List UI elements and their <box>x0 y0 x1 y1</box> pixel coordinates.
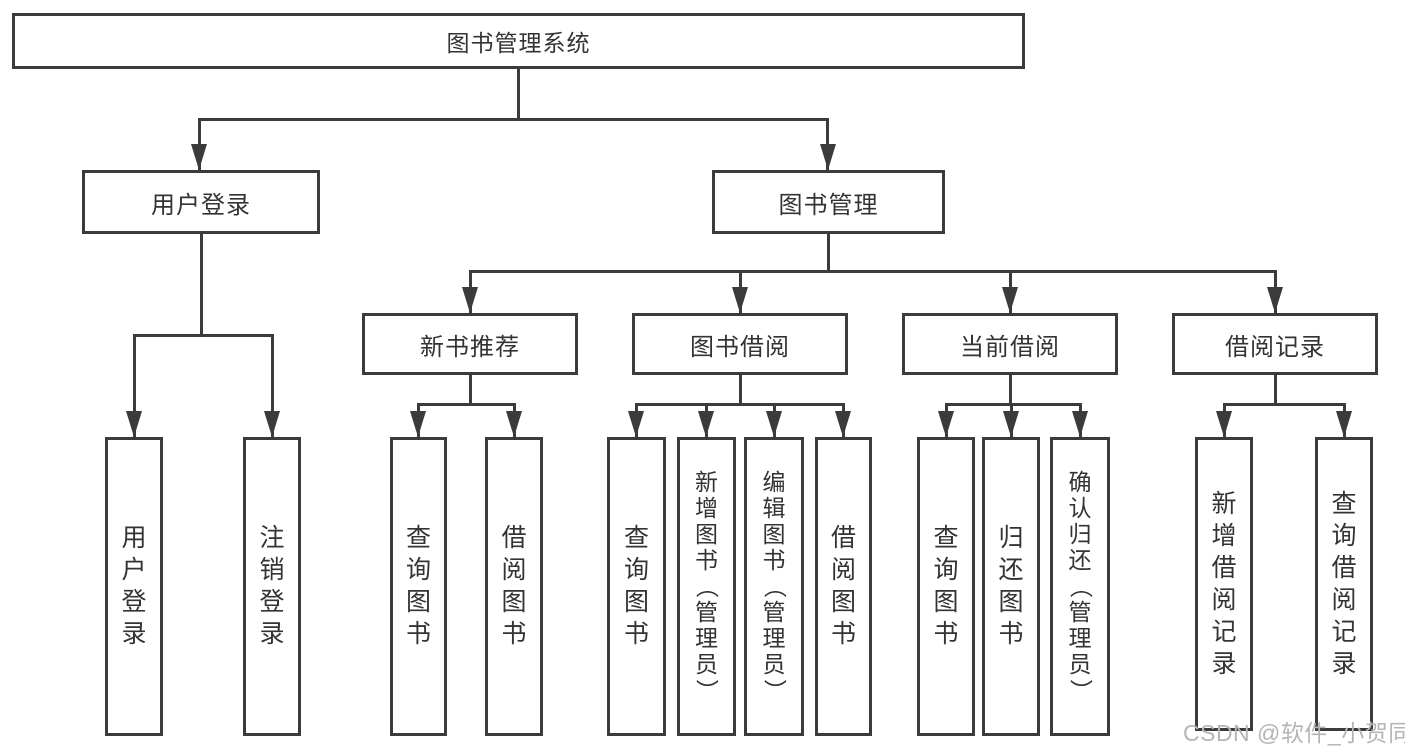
leaf-query-book-current: 查询图书 <box>917 437 975 736</box>
node-new-book-recommendation: 新书推荐 <box>362 313 578 375</box>
arrow-down-icon <box>1336 411 1352 437</box>
leaf-user-login: 用户登录 <box>105 437 163 736</box>
arrow-down-icon <box>938 411 954 437</box>
connector-line <box>1274 373 1277 405</box>
node-label: 编辑图书（管理员） <box>761 469 788 703</box>
connector-line <box>469 270 1276 273</box>
node-label: 图书管理 <box>778 191 879 219</box>
connector-line <box>198 118 829 121</box>
arrow-down-icon <box>820 144 836 170</box>
connector-line <box>469 373 472 405</box>
node-label: 借阅图书 <box>830 524 856 648</box>
connector-line <box>200 232 203 336</box>
connector-line <box>133 334 274 337</box>
connector-line <box>827 232 830 272</box>
leaf-query-book-recommendation: 查询图书 <box>390 437 447 736</box>
node-label: 查询图书 <box>933 524 959 648</box>
arrow-down-icon <box>1267 287 1283 313</box>
leaf-return-book: 归还图书 <box>982 437 1040 736</box>
node-label: 图书借阅 <box>690 333 790 361</box>
connector-line <box>635 403 845 406</box>
connector-line <box>517 68 520 120</box>
connector-line <box>1009 373 1012 405</box>
arrow-down-icon <box>1216 411 1232 437</box>
leaf-borrow-book: 借阅图书 <box>815 437 872 736</box>
node-label: 借阅记录 <box>1225 333 1325 361</box>
arrow-down-icon <box>766 411 782 437</box>
node-book-management: 图书管理 <box>712 170 945 234</box>
arrow-down-icon <box>506 411 522 437</box>
arrow-down-icon <box>462 287 478 313</box>
leaf-confirm-return-admin: 确认归还（管理员） <box>1050 437 1110 736</box>
connector-line <box>739 373 742 405</box>
arrow-down-icon <box>191 144 207 170</box>
node-borrowing-records: 借阅记录 <box>1172 313 1378 375</box>
node-label: 当前借阅 <box>960 333 1060 361</box>
node-label: 新增图书（管理员） <box>694 469 720 703</box>
leaf-query-book: 查询图书 <box>607 437 666 736</box>
node-label: 用户登录 <box>151 191 251 219</box>
csdn-watermark: CSDN @软件_小贺同学 <box>1183 720 1405 746</box>
connector-line <box>945 403 1082 406</box>
leaf-logout: 注销登录 <box>243 437 301 736</box>
node-label: 新增借阅记录 <box>1211 489 1237 678</box>
arrow-down-icon <box>698 411 714 437</box>
leaf-add-book-admin: 新增图书（管理员） <box>677 437 736 736</box>
arrow-down-icon <box>1072 411 1088 437</box>
connector-line <box>417 403 516 406</box>
node-library-management-system: 图书管理系统 <box>12 13 1025 69</box>
arrow-down-icon <box>835 411 851 437</box>
leaf-borrow-book-recommendation: 借阅图书 <box>485 437 543 736</box>
connector-line <box>271 334 274 437</box>
arrow-down-icon <box>264 411 280 437</box>
arrow-down-icon <box>1003 411 1019 437</box>
arrow-down-icon <box>732 287 748 313</box>
leaf-edit-book-admin: 编辑图书（管理员） <box>744 437 804 736</box>
node-label: 归还图书 <box>998 524 1024 648</box>
leaf-query-borrow-record: 查询借阅记录 <box>1315 437 1373 731</box>
node-label: 用户登录 <box>121 524 147 648</box>
node-label: 借阅图书 <box>501 524 527 648</box>
node-label: 注销登录 <box>259 524 285 648</box>
node-user-login: 用户登录 <box>82 170 320 234</box>
arrow-down-icon <box>410 411 426 437</box>
node-label: 查询图书 <box>623 524 649 648</box>
connector-line <box>1223 403 1346 406</box>
connector-line <box>133 334 136 437</box>
node-label: 查询借阅记录 <box>1331 489 1357 678</box>
arrow-down-icon <box>1002 287 1018 313</box>
node-label: 查询图书 <box>405 524 431 648</box>
node-book-borrowing: 图书借阅 <box>632 313 848 375</box>
arrow-down-icon <box>628 411 644 437</box>
node-label: 图书管理系统 <box>446 30 591 56</box>
arrow-down-icon <box>126 411 142 437</box>
node-label: 确认归还（管理员） <box>1067 469 1094 703</box>
node-label: 新书推荐 <box>420 333 520 361</box>
node-current-borrowing: 当前借阅 <box>902 313 1118 375</box>
leaf-add-borrow-record: 新增借阅记录 <box>1195 437 1253 731</box>
